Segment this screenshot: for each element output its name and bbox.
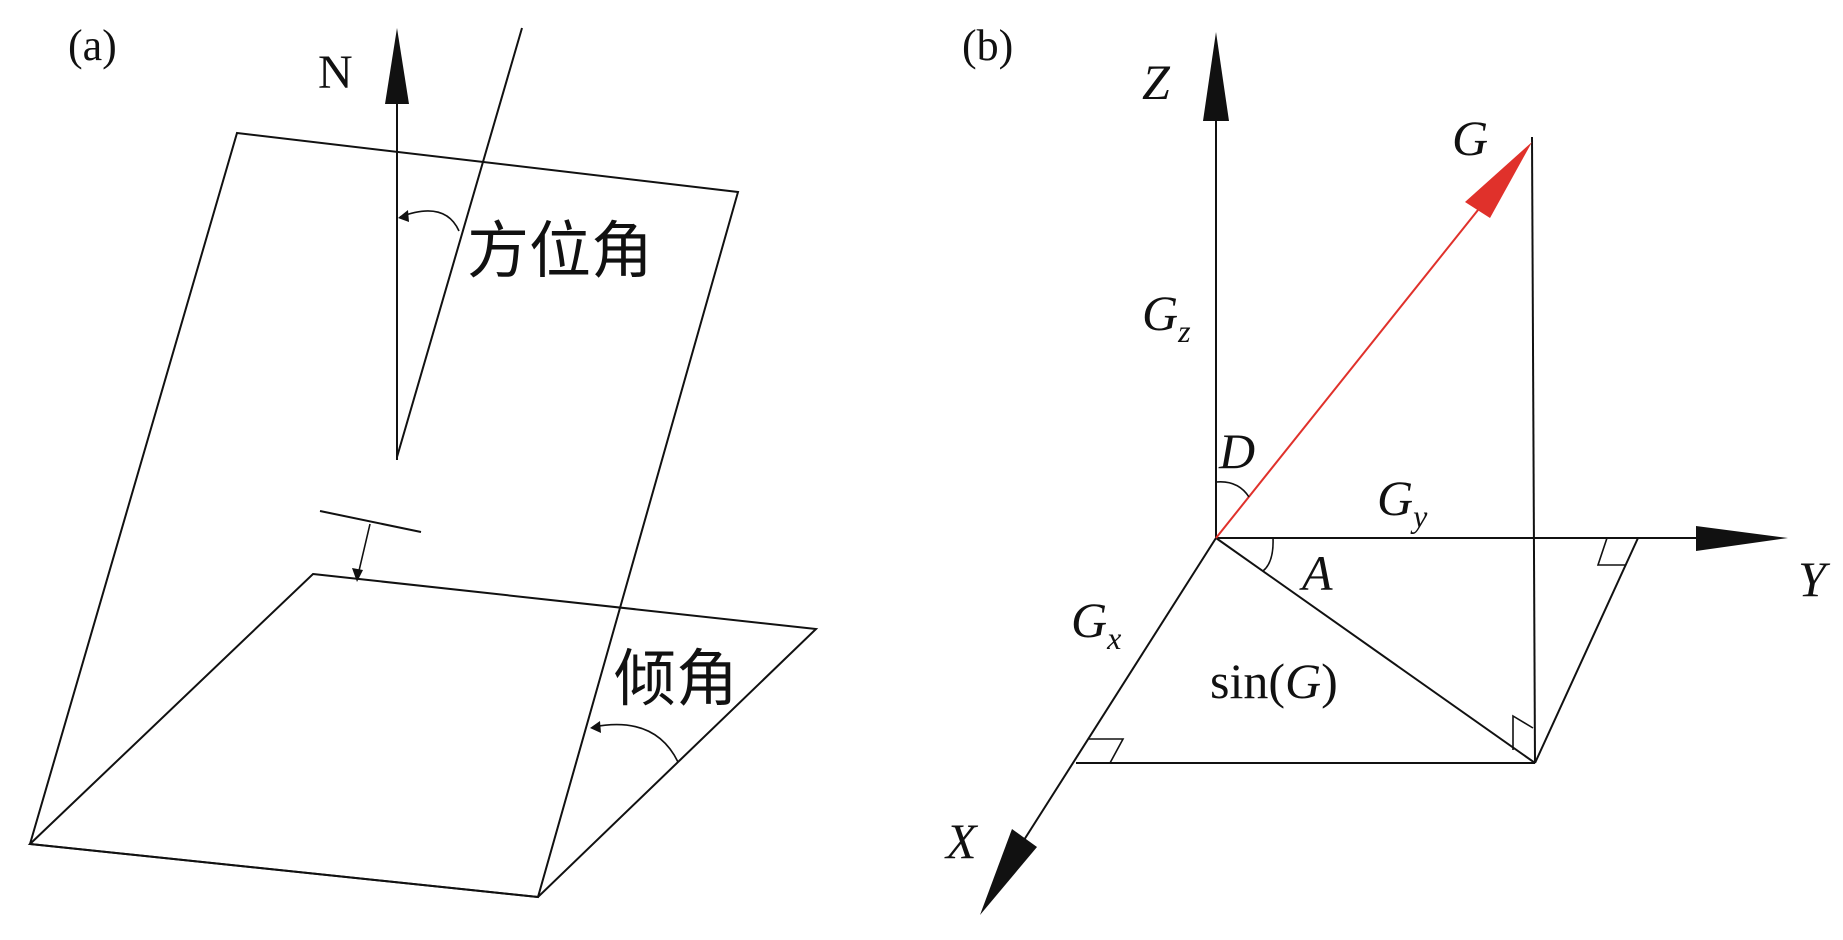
y-axis-arrow-icon	[1696, 526, 1788, 551]
north-label: N	[318, 46, 353, 99]
angle-d-arc	[1215, 480, 1250, 498]
dip-label: 倾角	[614, 646, 738, 714]
azimuth-label: 方位角	[467, 218, 653, 286]
panel-b-label: (b)	[962, 21, 1013, 70]
angle-a-arc	[1262, 537, 1274, 572]
strike-line	[396, 27, 523, 458]
lower-plane	[27, 572, 819, 899]
gravity-vector	[1215, 209, 1479, 539]
vector-label: G	[1452, 110, 1488, 166]
dip-symbol-bar	[319, 510, 422, 533]
right-angle-mark-x	[1089, 738, 1125, 764]
vertical-projection-line	[1531, 136, 1536, 764]
z-axis-label: Z	[1142, 54, 1171, 110]
dip-arc	[592, 723, 679, 763]
horizontal-projection-line	[1215, 537, 1536, 764]
x-axis-label: X	[944, 813, 979, 869]
x-axis	[1023, 537, 1217, 841]
panel-a-label: (a)	[68, 21, 117, 70]
right-side-line	[1534, 537, 1639, 764]
panel-b: (b) Z Y X G Gz Gy Gx D A sin(G)	[944, 21, 1831, 915]
gravity-vector-arrow-icon	[1465, 142, 1532, 218]
gx-label: Gx	[1071, 592, 1121, 656]
z-axis-arrow-icon	[1203, 32, 1229, 121]
dip-symbol-arrow	[357, 523, 371, 576]
dip-arrow-head-icon	[352, 568, 363, 582]
gz-label: Gz	[1142, 285, 1191, 349]
y-axis-label: Y	[1798, 551, 1831, 607]
right-angle-mark-bottom	[1512, 714, 1534, 750]
dip-arc-arrow-icon	[590, 721, 601, 733]
north-arrow-head-icon	[385, 28, 409, 104]
panel-a: (a) N 方位角 倾角	[27, 21, 819, 899]
sin-g-label: sin(G)	[1210, 653, 1338, 709]
gy-label: Gy	[1377, 470, 1428, 534]
x-axis-arrow-icon	[980, 829, 1037, 915]
right-angle-mark-y	[1596, 537, 1626, 566]
angle-d-label: D	[1218, 423, 1255, 479]
azimuth-arc-arrow-icon	[398, 210, 409, 222]
angle-a-label: A	[1299, 545, 1333, 601]
